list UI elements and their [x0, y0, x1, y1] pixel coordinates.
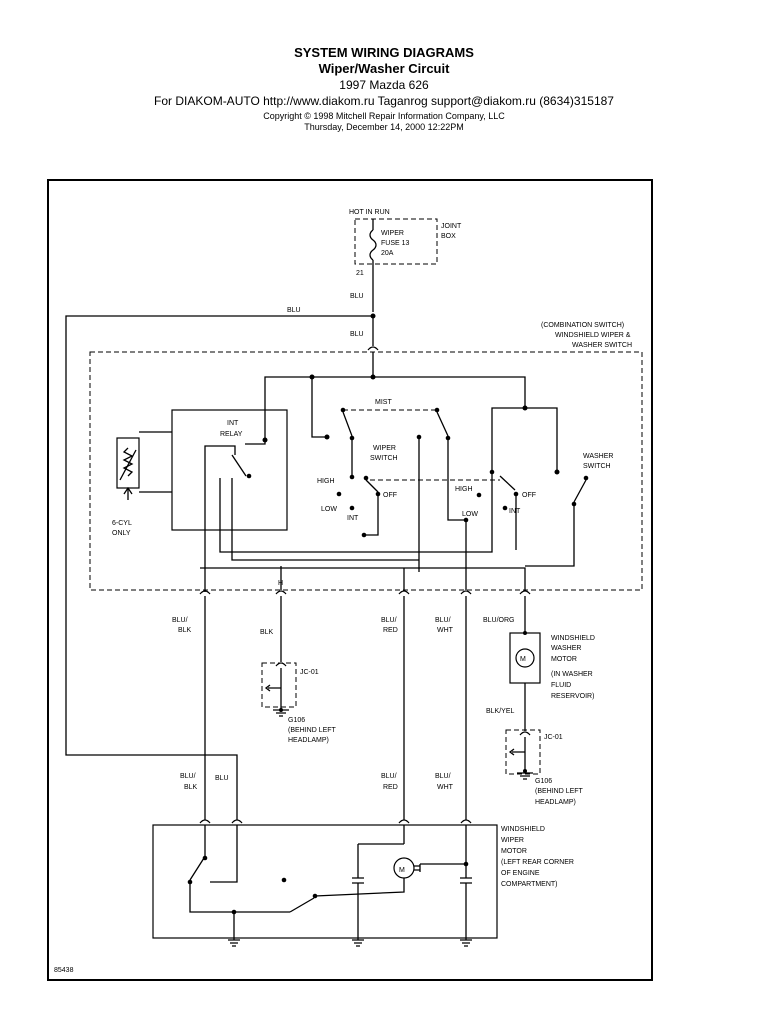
washer-motor-label-line5: FLUID: [551, 682, 571, 689]
source-line: For DIAKOM-AUTO http://www.diakom.ru Tag…: [154, 94, 614, 108]
g106-a-line2: (BEHIND LEFT: [288, 727, 337, 734]
int-relay-label-line1: INT: [227, 420, 239, 427]
wire-blu-motor-label: BLU: [215, 775, 229, 782]
copyright-line: Copyright © 1998 Mitchell Repair Informa…: [263, 111, 505, 121]
wiper-motor-m-symbol: M: [399, 867, 405, 874]
joint-box-label-line1: JOINT: [441, 223, 462, 230]
g106-a-line1: G106: [288, 717, 305, 724]
six-cyl-label-line1: 6-CYL: [112, 520, 132, 527]
wiper-motor-label-line6: COMPARTMENT): [501, 881, 558, 888]
wire-blu-blk-motor-line2: BLK: [184, 784, 198, 791]
wire-blk-label: BLK: [260, 629, 274, 636]
washer-motor-label-line2: WASHER: [551, 645, 581, 652]
int-label-1: INT: [347, 515, 359, 522]
high-label-2: HIGH: [455, 486, 473, 493]
int-relay: [171, 409, 493, 592]
wire-blu-red-motor-line1: BLU/: [381, 773, 397, 780]
combo-switch-label-line1: (COMBINATION SWITCH): [541, 322, 624, 329]
washer-motor-label-line1: WINDSHIELD: [551, 635, 595, 642]
pin-21-label: 21: [356, 270, 364, 277]
wire-blu-wht-line2: WHT: [437, 627, 454, 634]
g106-b-line1: G106: [535, 778, 552, 785]
combination-switch-box: [89, 351, 643, 591]
combo-switch-label-line3: WASHER SWITCH: [572, 342, 632, 349]
wiper-motor-label-line1: WINDSHIELD: [501, 826, 545, 833]
wiper-switch-section-2: [463, 469, 519, 590]
wire-blk-yel-label: BLK/YEL: [486, 708, 515, 715]
fuse-label-line1: WIPER: [381, 230, 404, 237]
off-label-2: OFF: [522, 492, 536, 499]
blu-wire-label-3: BLU: [350, 331, 364, 338]
washer-motor-m-symbol: M: [520, 656, 526, 663]
wire-blu-blk-motor-line1: BLU/: [180, 773, 196, 780]
blu-wire-label-2: BLU: [287, 307, 301, 314]
fuse-label-line2: FUSE 13: [381, 240, 410, 247]
washer-motor-label-line3: MOTOR: [551, 656, 577, 663]
washer-motor-label-line6: RESERVOIR): [551, 693, 594, 700]
wiper-switch-label-line1: WIPER: [373, 445, 396, 452]
wiper-switch: [336, 407, 500, 572]
joint-box-label-line2: BOX: [441, 233, 456, 240]
jc01-label-a: JC-01: [300, 669, 319, 676]
resistor-6cyl: [116, 431, 172, 500]
figure-number: 85438: [54, 967, 74, 974]
switch-bus-wire: [200, 567, 526, 590]
wire-blu-org-label: BLU/ORG: [483, 617, 515, 624]
wire-blu-wht-motor-line2: WHT: [437, 784, 454, 791]
wiper-motor-label-line4: (LEFT REAR CORNER: [501, 859, 574, 866]
wire-blu-blk-line2: BLK: [178, 627, 192, 634]
washer-motor: [509, 631, 541, 770]
g106-b-line2: (BEHIND LEFT: [535, 788, 584, 795]
washer-motor-label-line4: (IN WASHER: [551, 671, 593, 678]
wire-blu-wht-line1: BLU/: [435, 617, 451, 624]
main-feed: [65, 313, 379, 820]
off-label-1: OFF: [383, 492, 397, 499]
jc01-label-b: JC-01: [544, 734, 563, 741]
int-relay-label-line2: RELAY: [220, 431, 243, 438]
page-title: SYSTEM WIRING DIAGRAMS: [294, 45, 474, 60]
g106-a-line3: HEADLAMP): [288, 737, 329, 744]
ground-jc01-a: [261, 662, 297, 717]
washer-switch-label-line2: SWITCH: [583, 463, 611, 470]
vehicle-line: 1997 Mazda 626: [339, 78, 429, 92]
washer-switch: [525, 475, 589, 567]
wire-blu-wht-motor-line1: BLU/: [435, 773, 451, 780]
wire-blu-red-line1: BLU/: [381, 617, 397, 624]
h-terminal-label: H: [278, 580, 283, 587]
wiper-motor-label-line3: MOTOR: [501, 848, 527, 855]
combo-switch-label-line2: WINDSHIELD WIPER &: [555, 332, 631, 339]
diagram-frame: [47, 179, 653, 981]
date-line: Thursday, December 14, 2000 12:22PM: [304, 122, 464, 132]
fuse-label-line3: 20A: [381, 250, 394, 257]
page-subtitle: Wiper/Washer Circuit: [318, 61, 450, 76]
wiper-motor: [152, 819, 498, 947]
switch-connectors: [199, 566, 531, 820]
wire-blu-red-line2: RED: [383, 627, 398, 634]
int-label-2: INT: [509, 508, 521, 515]
wiper-motor-label-line5: OF ENGINE: [501, 870, 540, 877]
wiper-switch-label-line2: SWITCH: [370, 455, 398, 462]
wiper-motor-label-line2: WIPER: [501, 837, 524, 844]
low-label-1: LOW: [321, 506, 337, 513]
wire-blu-red-motor-line2: RED: [383, 784, 398, 791]
ground-jc01-b: [505, 729, 541, 780]
g106-b-line3: HEADLAMP): [535, 799, 576, 806]
high-label-1: HIGH: [317, 478, 335, 485]
switch-internal-wiring: [262, 374, 560, 475]
washer-switch-label-line1: WASHER: [583, 453, 613, 460]
mist-label: MIST: [375, 399, 392, 406]
hot-in-run-label: HOT IN RUN: [349, 209, 390, 216]
wire-blu-blk-line1: BLU/: [172, 617, 188, 624]
low-label-2: LOW: [462, 511, 478, 518]
six-cyl-label-line2: ONLY: [112, 530, 131, 537]
blu-wire-label-1: BLU: [350, 293, 364, 300]
joint-box: [354, 218, 438, 312]
